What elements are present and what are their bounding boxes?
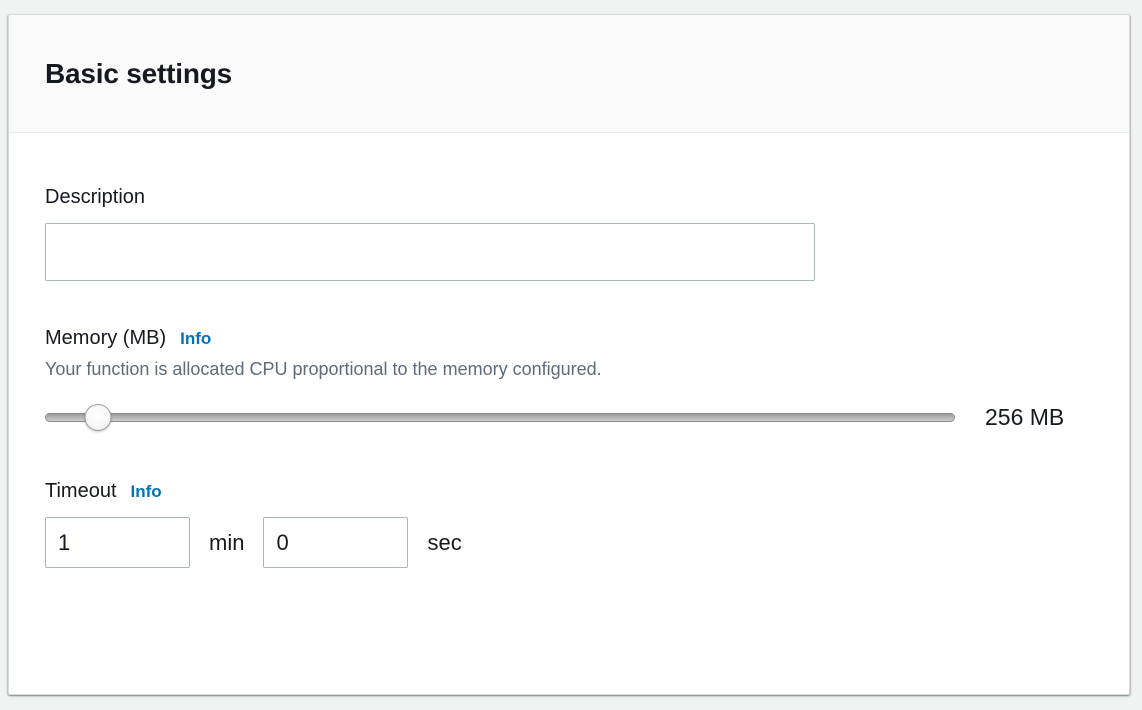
description-label-text: Description: [45, 186, 146, 208]
memory-description: Your function is allocated CPU proportio…: [45, 359, 602, 379]
slider-thumb[interactable]: [84, 403, 112, 431]
memory-field-group: Memory (MB) Info Your function is alloca…: [45, 326, 1093, 431]
memory-slider-row: 256 MB: [45, 403, 1093, 431]
memory-label: Memory (MB) Info: [45, 326, 1093, 351]
timeout-inputs-row: min sec: [45, 517, 1093, 569]
timeout-label-text: Timeout: [45, 480, 117, 503]
memory-slider[interactable]: [45, 403, 955, 431]
description-input[interactable]: [45, 223, 815, 281]
panel-header: Basic settings: [9, 15, 1129, 133]
panel-body: Description Memory (MB) Info Your functi…: [9, 133, 1129, 569]
description-field-group: Description: [45, 185, 1093, 281]
memory-value-label: 256 MB: [985, 403, 1065, 430]
slider-track[interactable]: [45, 412, 955, 422]
timeout-seconds-input[interactable]: [263, 517, 409, 569]
basic-settings-panel: Basic settings Description Memory (MB) I…: [8, 14, 1130, 695]
memory-label-text: Memory (MB): [45, 327, 167, 349]
memory-info-link[interactable]: Info: [180, 329, 212, 348]
timeout-label: Timeout Info: [45, 479, 1093, 504]
description-label: Description: [45, 185, 1093, 210]
timeout-minutes-input[interactable]: [45, 517, 190, 569]
timeout-field-group: Timeout Info min sec: [45, 479, 1093, 569]
timeout-minutes-unit: min: [209, 529, 245, 555]
timeout-info-link[interactable]: Info: [130, 482, 162, 502]
page-title: Basic settings: [45, 57, 233, 89]
timeout-seconds-unit: sec: [427, 529, 462, 555]
